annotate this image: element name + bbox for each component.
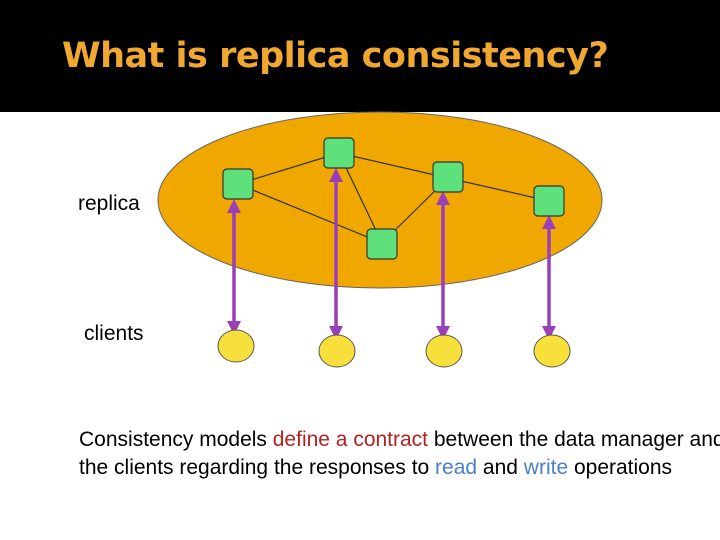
caption-text: and	[477, 456, 524, 479]
replica-node	[222, 168, 254, 200]
caption-write: write	[523, 456, 569, 479]
edge-r2-r3	[338, 152, 449, 179]
replica-node	[366, 228, 398, 260]
replica-group-ellipse	[157, 111, 603, 289]
caption-text: between the data manager and	[428, 428, 720, 451]
replica-node	[323, 137, 355, 169]
clients-label: clients	[84, 322, 144, 345]
caption: Consistency models define a contract bet…	[79, 426, 720, 482]
edge-r1-r4	[237, 183, 383, 244]
caption-read: read	[435, 456, 478, 479]
client-node	[425, 334, 463, 368]
replica-node	[432, 161, 464, 193]
client-node	[533, 334, 571, 368]
client-node	[217, 329, 255, 363]
title-bar	[0, 0, 720, 112]
caption-highlight: define a contract	[272, 428, 429, 451]
caption-line-2: the clients regarding the responses to r…	[79, 454, 720, 482]
client-node	[318, 334, 356, 368]
caption-line-1: Consistency models define a contract bet…	[79, 426, 720, 454]
replica-nodes	[222, 137, 565, 260]
slide-title: What is replica consistency?	[62, 36, 609, 76]
replica-label: replica	[78, 192, 140, 215]
caption-text: the clients regarding the responses to	[79, 456, 436, 479]
client-links	[227, 168, 556, 340]
edge-r3-r5	[447, 177, 550, 202]
replica-node	[533, 185, 565, 217]
client-nodes	[217, 329, 571, 368]
edge-r1-r2	[237, 152, 340, 185]
caption-text: Consistency models	[79, 428, 273, 451]
caption-text: operations	[568, 456, 673, 479]
